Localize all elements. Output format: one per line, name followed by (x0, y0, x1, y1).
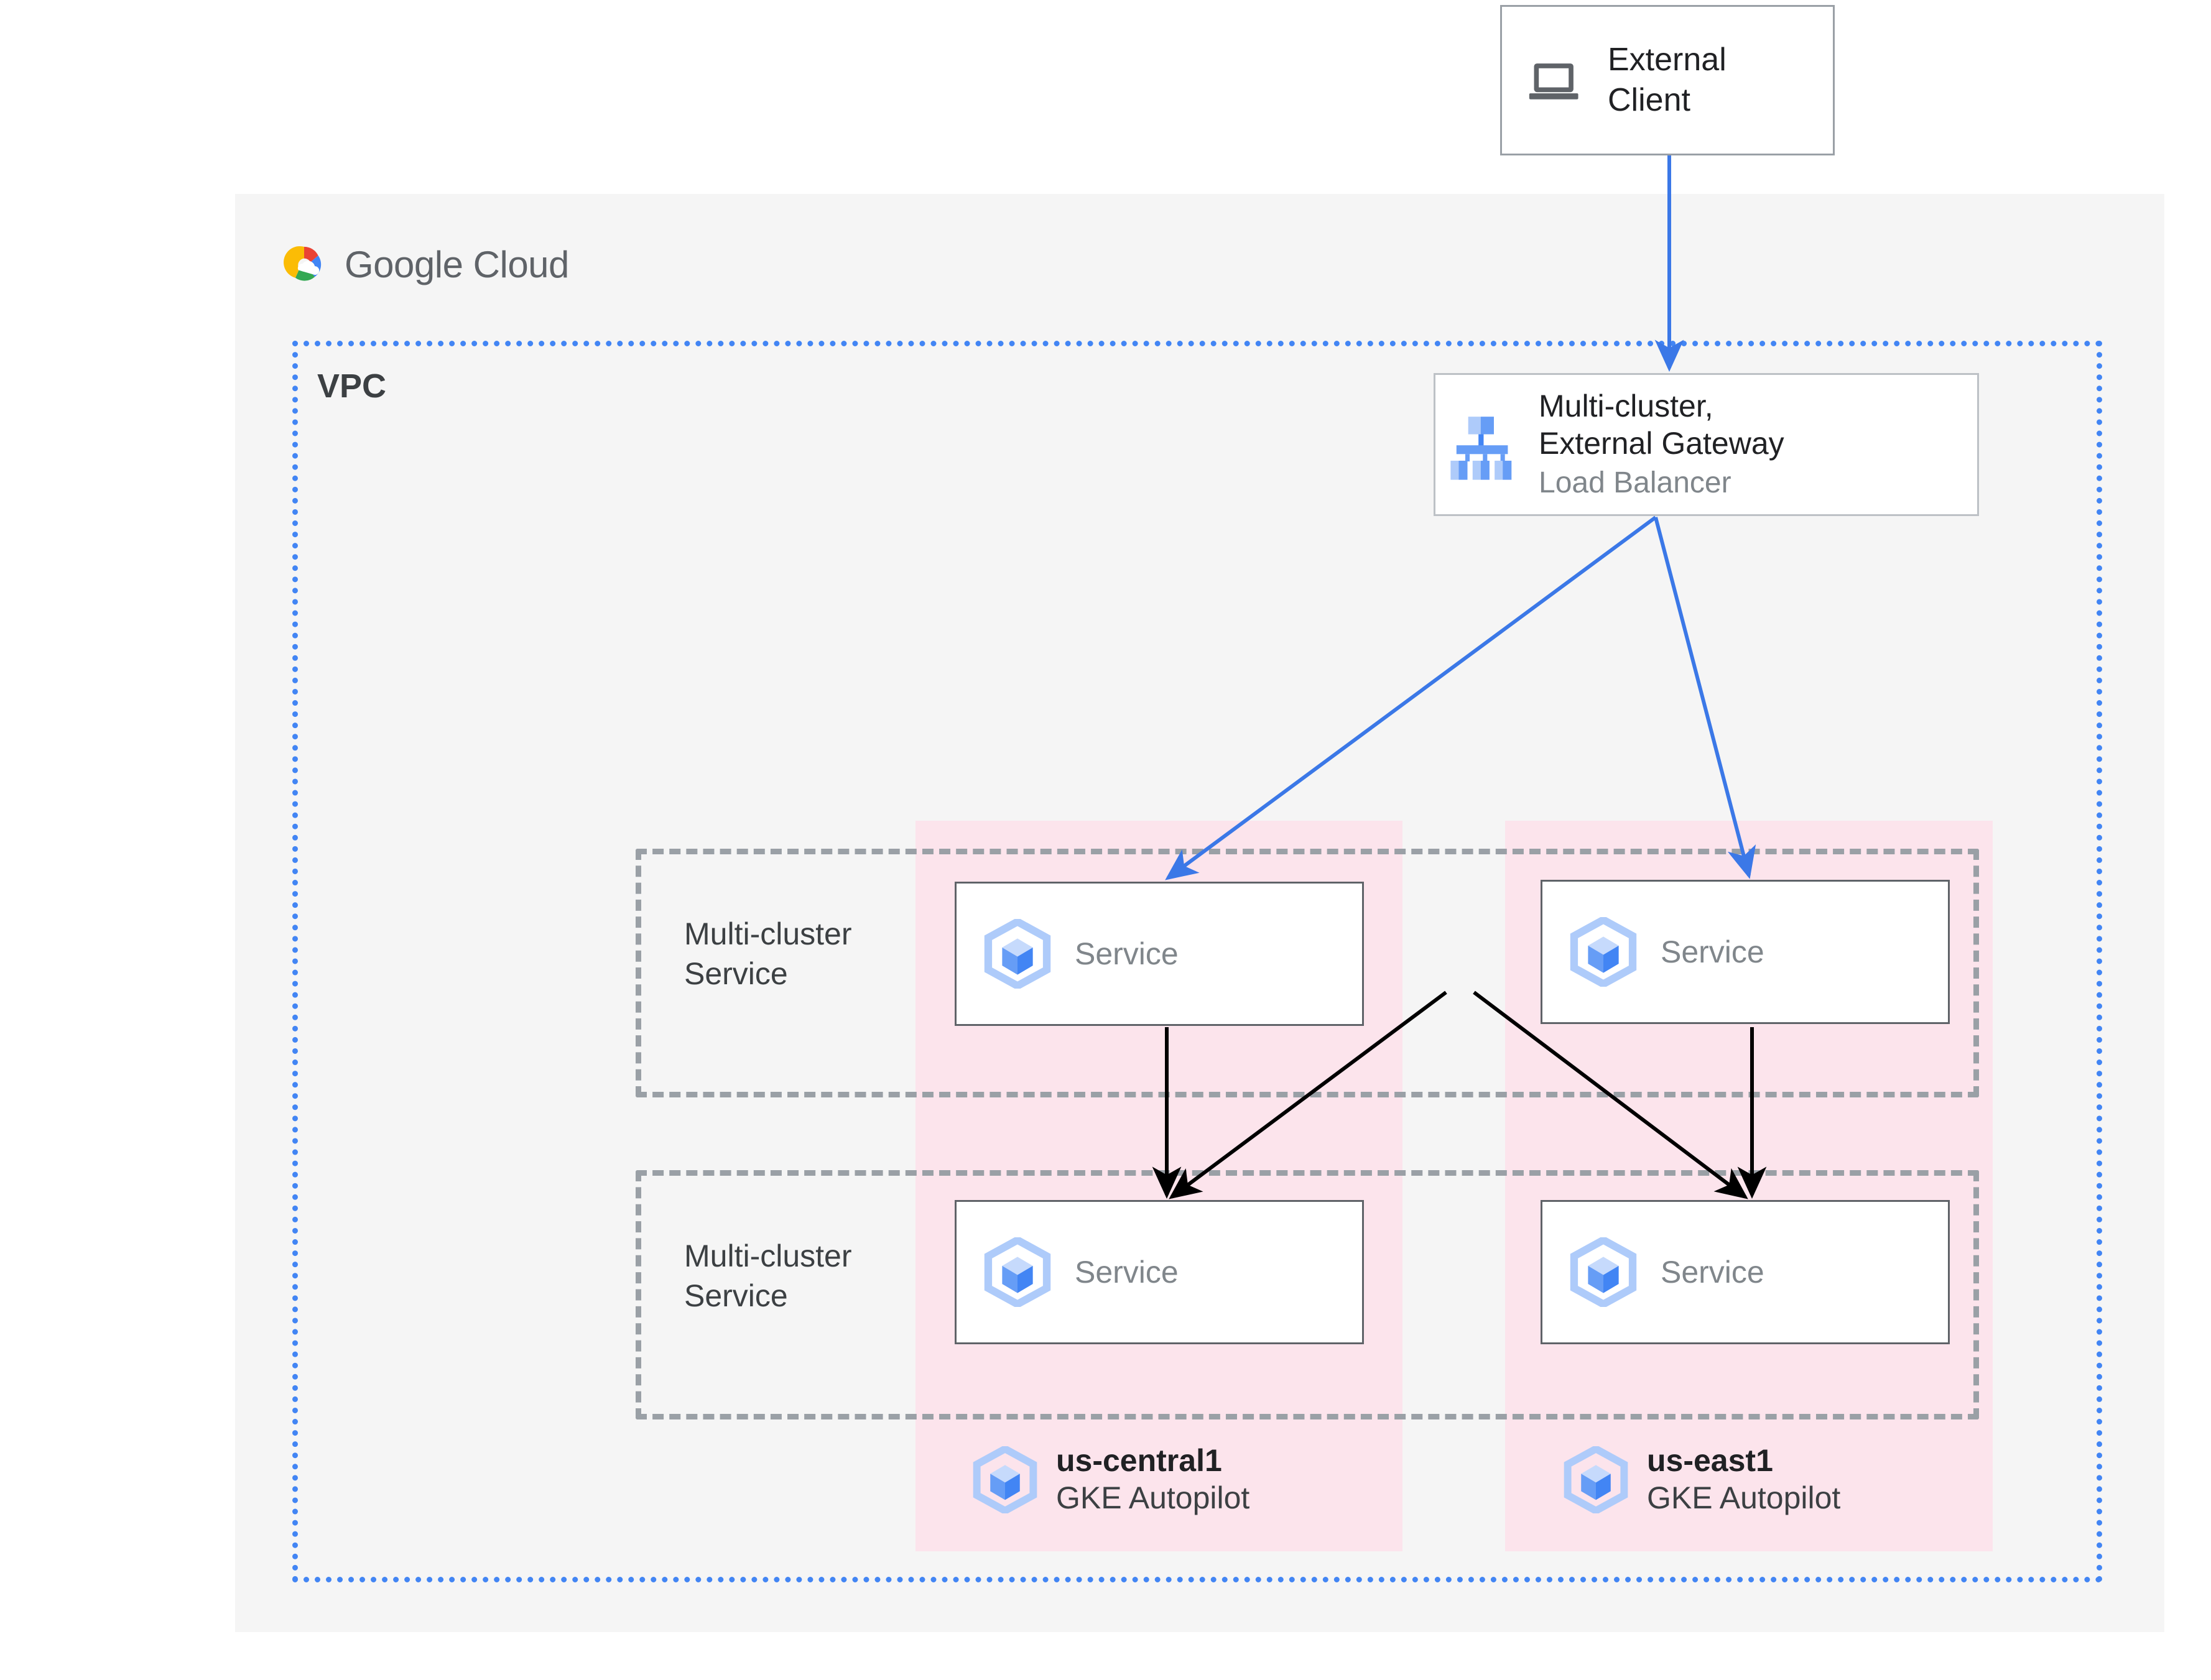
gke-cluster-icon (973, 1446, 1037, 1513)
load-balancer-title: Multi-cluster, External Gateway (1539, 387, 1784, 462)
service-box-bottom-right[interactable]: Service (1541, 1200, 1950, 1344)
google-cloud-wordmark: Google Cloud (345, 243, 569, 286)
load-balancer-text: Multi-cluster, External Gateway Load Bal… (1539, 387, 1784, 502)
service-box-top-right[interactable]: Service (1541, 880, 1950, 1024)
wordmark-google: Google (345, 243, 463, 285)
multi-cluster-service-label-bottom: Multi-cluster Service (684, 1236, 851, 1316)
load-balancer-icon (1450, 417, 1512, 480)
gke-service-icon (1570, 1237, 1637, 1307)
wordmark-cloud: Cloud (473, 243, 570, 285)
mcs-bottom-line1: Multi-cluster (684, 1239, 852, 1273)
google-cloud-logo-icon (284, 246, 322, 281)
external-client-line2: Client (1608, 82, 1690, 118)
load-balancer-subtitle: Load Balancer (1539, 466, 1731, 499)
mcs-bottom-line2: Service (684, 1278, 788, 1313)
service-box-bottom-left[interactable]: Service (955, 1200, 1364, 1344)
external-client-label: External Client (1608, 40, 1727, 121)
gke-service-icon (984, 1237, 1051, 1307)
mcs-top-line2: Service (684, 956, 788, 991)
vpc-region (292, 341, 2102, 1582)
cluster-footer-us-central1: us-central1 GKE Autopilot (971, 1442, 1249, 1517)
multi-cluster-service-label-top: Multi-cluster Service (684, 914, 851, 994)
gke-cluster-icon (1564, 1446, 1628, 1513)
vpc-label: VPC (317, 367, 387, 405)
cluster-name: us-east1 (1647, 1443, 1773, 1478)
gke-service-icon (1570, 917, 1637, 987)
service-label: Service (1075, 936, 1179, 971)
mcs-top-line1: Multi-cluster (684, 916, 852, 951)
external-client-line1: External (1608, 42, 1727, 78)
cluster-footer-text: us-central1 GKE Autopilot (1056, 1442, 1249, 1517)
gke-service-icon (984, 919, 1051, 989)
service-label: Service (1661, 935, 1764, 969)
laptop-icon (1529, 63, 1578, 99)
cluster-name: us-central1 (1056, 1443, 1222, 1478)
service-label: Service (1075, 1255, 1179, 1290)
cluster-type: GKE Autopilot (1647, 1480, 1841, 1515)
cluster-footer-us-east1: us-east1 GKE Autopilot (1562, 1442, 1840, 1517)
load-balancer-title-line2: External Gateway (1539, 426, 1784, 461)
cluster-footer-text: us-east1 GKE Autopilot (1647, 1442, 1840, 1517)
google-cloud-logo: Google Cloud (280, 230, 753, 298)
load-balancer-box[interactable]: Multi-cluster, External Gateway Load Bal… (1434, 373, 1979, 516)
cluster-type: GKE Autopilot (1056, 1480, 1250, 1515)
service-label: Service (1661, 1255, 1764, 1290)
service-box-top-left[interactable]: Service (955, 882, 1364, 1026)
external-client-box[interactable]: External Client (1500, 5, 1835, 155)
load-balancer-title-line1: Multi-cluster, (1539, 389, 1713, 423)
